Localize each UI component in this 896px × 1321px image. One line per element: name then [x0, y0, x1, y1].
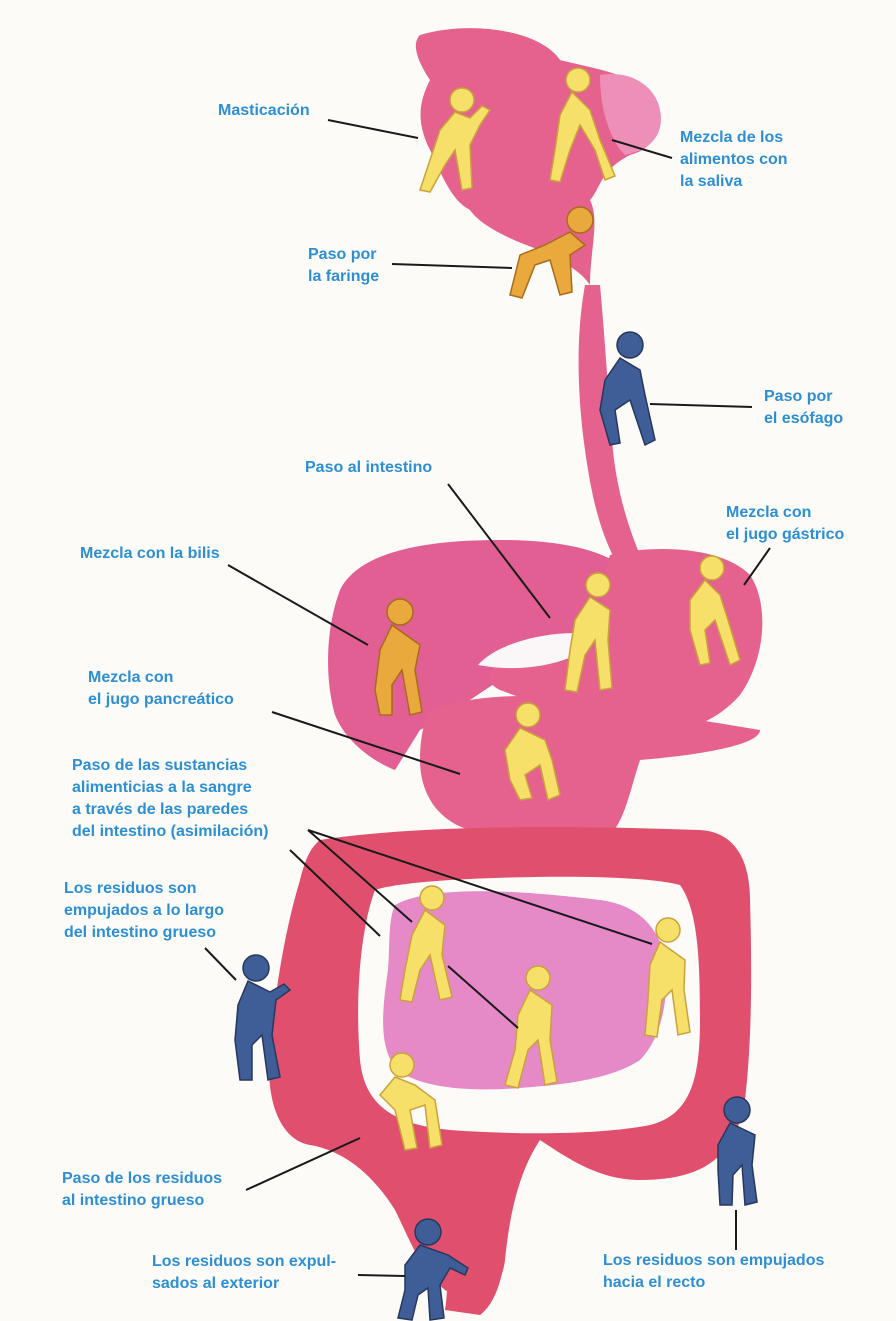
leader-esofago — [649, 403, 753, 408]
figure-masticacion — [419, 87, 492, 193]
rectum — [445, 1179, 506, 1315]
figure-faringe — [509, 206, 594, 299]
label-jugo-gastrico: Mezcla con el jugo gástrico — [726, 504, 845, 543]
label-bilis: Mezcla con la bilis — [80, 545, 220, 562]
figure-intestino — [564, 572, 613, 693]
label-intestino: Paso al intestino — [305, 459, 433, 476]
figure-esofago — [599, 331, 656, 447]
figure-saliva — [549, 67, 616, 183]
figure-paso-grueso — [378, 1052, 443, 1151]
label-paso-grueso: Paso de los residuos al intestino grueso — [62, 1170, 223, 1209]
figure-gastrico — [689, 555, 741, 667]
stomach-opening — [478, 633, 600, 669]
figure-expulsados — [397, 1218, 469, 1321]
leader-asimilacion-3 — [289, 849, 381, 937]
leader-empuje-grueso — [204, 947, 237, 981]
leader-saliva — [611, 139, 673, 159]
label-masticacion: Masticación — [218, 102, 310, 119]
label-esofago: Paso por el esófago — [764, 388, 844, 427]
liver — [328, 540, 620, 770]
leader-asimilacion-2 — [307, 829, 653, 945]
leader-lines — [204, 119, 771, 1277]
leader-intestino — [447, 483, 551, 619]
duodenum — [420, 695, 760, 841]
label-empuje-grueso: Los residuos son empujados a lo largo de… — [64, 880, 225, 941]
figure-asimilacion-2 — [504, 965, 558, 1089]
figure-pancreatico — [504, 702, 561, 802]
leader-paso-grueso — [245, 1137, 361, 1191]
leader-expulsados — [357, 1274, 406, 1277]
leader-asimilacion-1 — [307, 829, 413, 923]
label-expulsados: Los residuos son expul- sados al exterio… — [152, 1253, 337, 1292]
figure-bilis — [374, 598, 423, 716]
figure-asimilacion-3 — [644, 917, 691, 1038]
small-intestine — [383, 891, 667, 1090]
figure-empuje-grueso — [234, 954, 292, 1081]
leader-masticacion — [327, 119, 419, 139]
figure-recto — [717, 1096, 758, 1206]
label-mezcla-saliva: Mezcla de los alimentos con la saliva — [680, 129, 788, 190]
mouth-region — [415, 28, 661, 286]
figure-asimilacion-1 — [399, 885, 453, 1003]
large-intestine — [269, 827, 752, 1298]
leader-faringe — [391, 263, 513, 269]
label-recto: Los residuos son empujados hacia el rect… — [603, 1252, 825, 1291]
leader-asimilacion-4 — [447, 965, 519, 1029]
leader-pancreatico — [271, 711, 461, 775]
label-asimilacion: Paso de las sustancias alimenticias a la… — [72, 757, 269, 840]
label-faringe: Paso por la faringe — [308, 246, 380, 285]
label-jugo-pancreatico: Mezcla con el jugo pancreático — [88, 669, 234, 708]
leader-bilis — [227, 564, 369, 646]
leader-gastrico — [743, 547, 771, 586]
